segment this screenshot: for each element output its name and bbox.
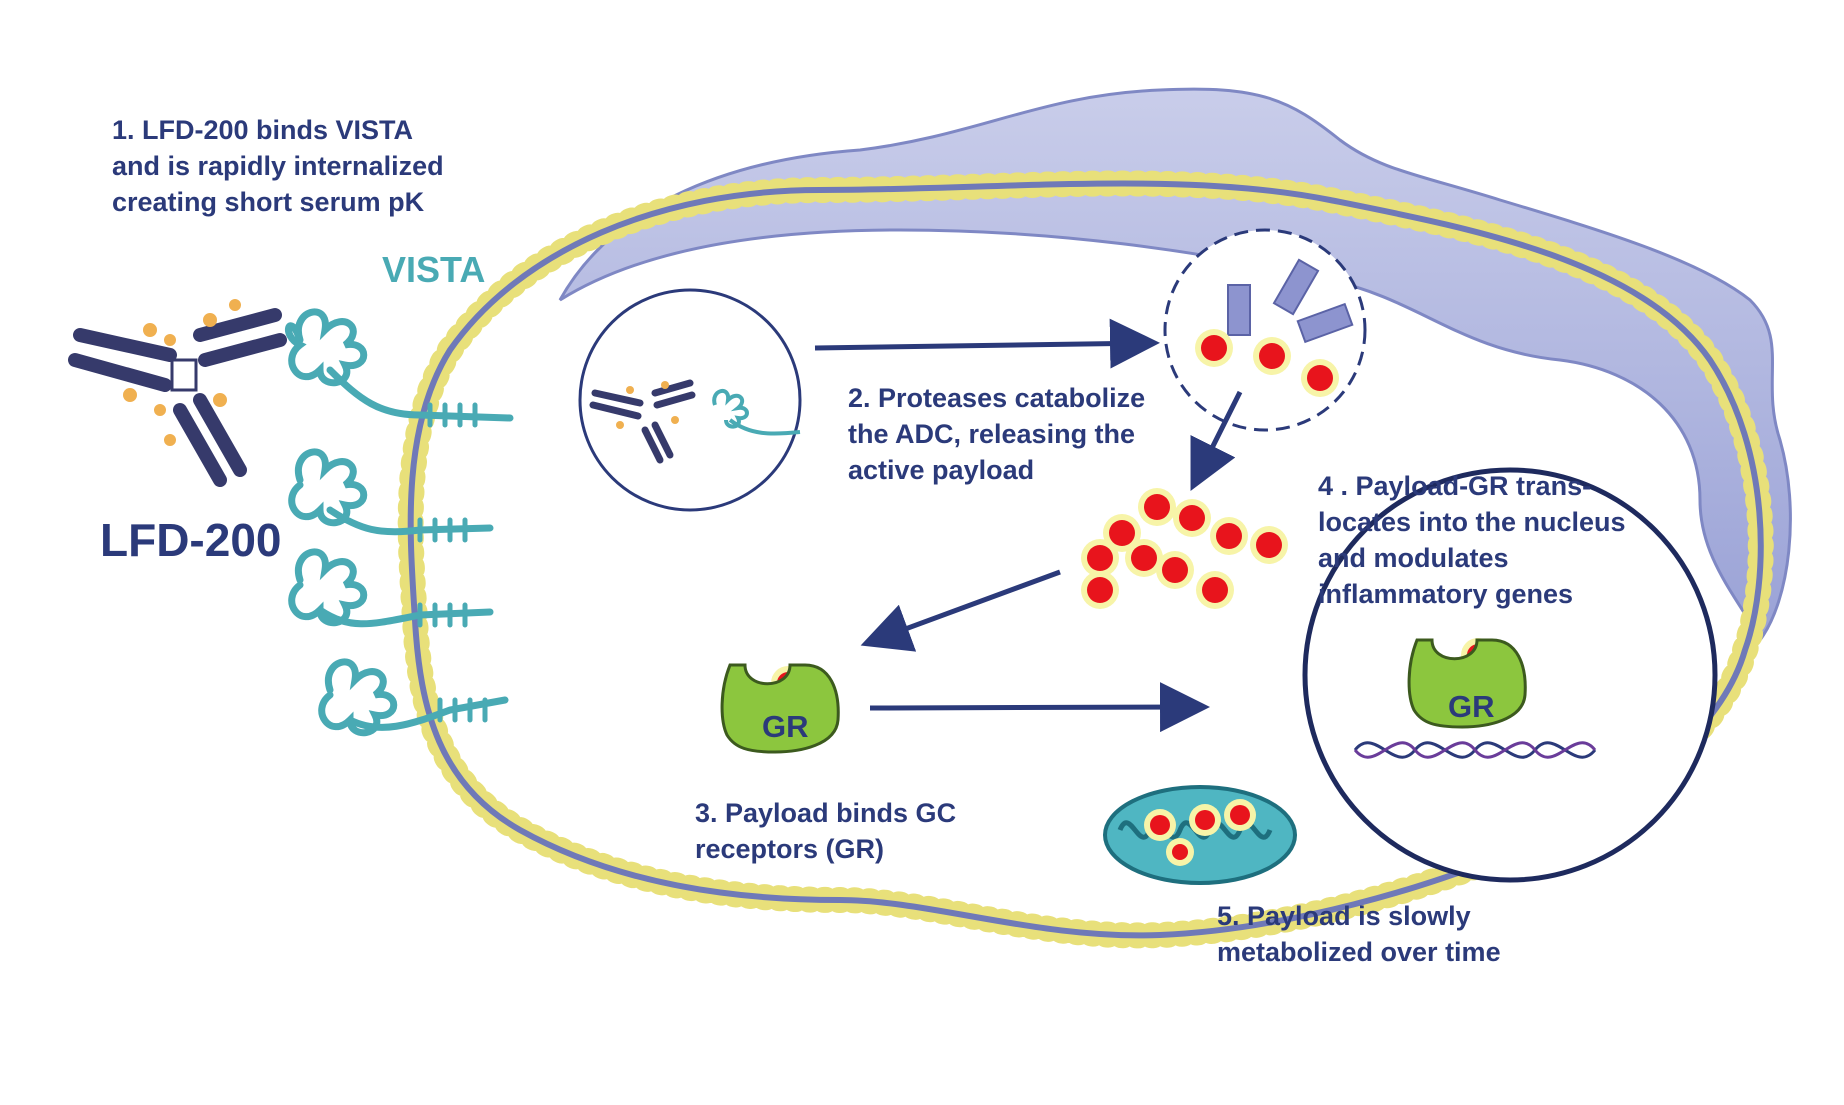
- step-1-label: 1. LFD-200 binds VISTA and is rapidly in…: [112, 112, 444, 220]
- payload-icon: [1195, 810, 1215, 830]
- gr-label-nucleus: GR: [1448, 689, 1495, 724]
- vista-receptor-icon: [288, 548, 494, 628]
- vista-receptors: [284, 308, 514, 737]
- step-5-line-1: 5. Payload is slowly: [1217, 901, 1471, 931]
- payload-icon: [1202, 577, 1228, 603]
- gr-receptor-icon: [720, 663, 840, 754]
- arrows: [814, 318, 1243, 733]
- payload-icon: [1144, 494, 1170, 520]
- step-3-line-1: 3. Payload binds GC: [695, 798, 957, 828]
- step-2-line-3: active payload: [848, 455, 1035, 485]
- step-4-label: 4 . Payload-GR trans- locates into the n…: [1318, 468, 1626, 612]
- step-1-line-3: creating short serum pK: [112, 187, 425, 217]
- arrow-icon: [1190, 390, 1243, 491]
- step-5-line-2: metabolized over time: [1217, 937, 1501, 967]
- gr-receptor-icon: [1407, 638, 1527, 729]
- vista-receptor-icon: [288, 448, 494, 543]
- step-1-line-1: 1. LFD-200 binds VISTA: [112, 115, 414, 145]
- dna-icon: [1353, 741, 1597, 759]
- payload-icon: [1087, 545, 1113, 571]
- payload-icon: [1259, 343, 1285, 369]
- arrow-icon: [860, 569, 1061, 652]
- arrow-icon: [814, 318, 1160, 369]
- payload-icon: [1307, 365, 1333, 391]
- payload-icon: [1230, 805, 1250, 825]
- step-3-line-2: receptors (GR): [695, 834, 885, 864]
- fragment-icon: [1296, 302, 1354, 344]
- payload-icon: [1216, 523, 1242, 549]
- step-4-line-3: and modulates: [1318, 543, 1509, 573]
- step-2-label: 2. Proteases catabolize the ADC, releasi…: [848, 380, 1145, 488]
- payload-icon: [1109, 520, 1135, 546]
- gr-label-cytoplasm: GR: [762, 709, 809, 744]
- step-4-line-4: inflammatory genes: [1318, 579, 1574, 609]
- payload-icon: [1087, 577, 1113, 603]
- payload-icon: [1162, 557, 1188, 583]
- payload-icon: [1201, 335, 1227, 361]
- step-5-label: 5. Payload is slowly metabolized over ti…: [1217, 898, 1501, 970]
- vista-receptor-icon: [318, 658, 509, 737]
- step-2-line-1: 2. Proteases catabolize: [848, 383, 1146, 413]
- step-2-line-2: the ADC, releasing the: [848, 419, 1136, 449]
- payload-icon: [1131, 545, 1157, 571]
- lysosome-icon: [1163, 228, 1367, 432]
- vista-label: VISTA: [382, 249, 486, 290]
- fragment-icon: [1272, 258, 1320, 316]
- vista-receptor-icon: [284, 308, 514, 428]
- arrow-icon: [869, 682, 1210, 733]
- step-4-line-1: 4 . Payload-GR trans-: [1318, 471, 1592, 501]
- payload-icon: [1150, 815, 1170, 835]
- payload-icon: [1179, 505, 1205, 531]
- step-3-label: 3. Payload binds GC receptors (GR): [695, 795, 956, 867]
- fragment-icon: [1227, 284, 1251, 336]
- step-4-line-2: locates into the nucleus: [1318, 507, 1626, 537]
- drug-name-label: LFD-200: [100, 514, 282, 566]
- endosome-icon: [578, 288, 802, 512]
- payload-icon: [1256, 532, 1282, 558]
- payload-icon: [1172, 844, 1188, 860]
- antibody-icon: [68, 299, 287, 487]
- step-1-line-2: and is rapidly internalized: [112, 151, 444, 181]
